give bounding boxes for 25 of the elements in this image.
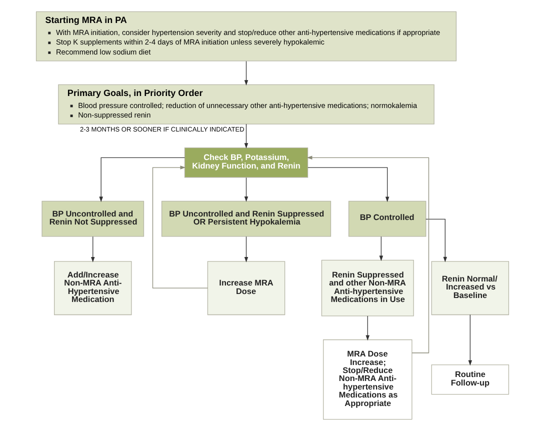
arrow	[152, 166, 208, 288]
node-box: Primary Goals, in Priority Order Blood pressure controlled; reduction of unnecessary other anti-hypertensive medications; normokalemia Non-suppressed renin	[58, 84, 434, 124]
arrow	[90, 236, 94, 262]
arrow	[244, 177, 248, 202]
arrow	[98, 157, 185, 202]
node-box: BP Controlled	[348, 200, 426, 237]
node-box: BP Uncontrolled and Renin Not Suppressed	[41, 200, 144, 237]
node-box: BP Uncontrolled and Renin Suppressed OR Persistent Hypokalemia	[160, 200, 331, 237]
arrow	[306, 156, 429, 354]
arrow	[244, 60, 248, 86]
node-box: Renin Suppressed and other Non-MRA Anti-hypertensive Medications in Use	[320, 260, 414, 316]
node-box: Routine Follow-up	[430, 364, 509, 395]
arrow	[307, 167, 389, 202]
arrow	[425, 218, 447, 262]
arrow	[244, 236, 248, 262]
node-box: Renin Normal/ Increased vs Baseline	[430, 261, 509, 316]
node-box: MRA Dose Increase; Stop/Reduce Non-MRA Anti-hypertensive Medications as Appropriate	[322, 339, 412, 420]
arrow	[378, 236, 383, 262]
arrow	[468, 314, 472, 366]
arrow	[365, 316, 370, 341]
arrow	[244, 124, 248, 148]
node-box: Add/Increase Non-MRA Anti-Hypertensive Medication	[54, 261, 132, 316]
node-box: Increase MRA Dose	[206, 261, 285, 316]
node-box: Starting MRA in PA With MRA initiation, consider hypertension severity and stop/reduce other anti-hypertensive medications if appropriate Stop K supplements within 2-4 days of MRA initiation unless severely hypokalemic Recommend low sodium diet	[35, 11, 456, 62]
node-box: Check BP, Potassium, Kidney Function, and Renin	[184, 148, 308, 178]
